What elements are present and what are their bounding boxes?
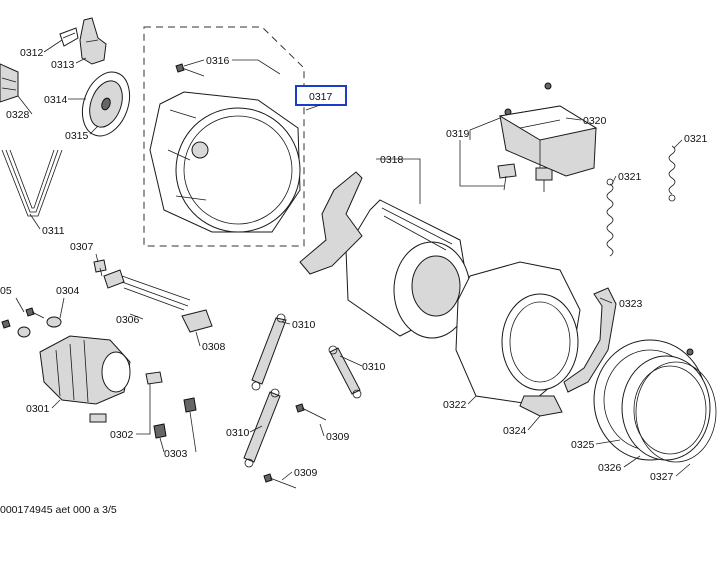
label-0316[interactable]: 0316	[206, 55, 230, 67]
label-0309-b[interactable]: 0309	[294, 467, 318, 479]
label-0315[interactable]: 0315	[65, 130, 89, 142]
label-0324[interactable]: 0324	[503, 425, 527, 437]
label-0323[interactable]: 0323	[619, 298, 643, 310]
label-0306[interactable]: 0306	[116, 314, 140, 326]
part-0321-spring-b[interactable]	[668, 145, 676, 202]
label-0302[interactable]: 0302	[110, 429, 134, 441]
label-0318[interactable]: 0318	[380, 154, 404, 166]
part-0316-bolt[interactable]	[175, 63, 205, 77]
part-0310-shock-a[interactable]	[251, 313, 287, 391]
label-0310-b[interactable]: 0310	[362, 361, 386, 373]
label-0319[interactable]: 0319	[446, 128, 470, 140]
label-0325[interactable]: 0325	[571, 439, 595, 451]
part-0309-bolt-b[interactable]	[263, 473, 297, 489]
part-0303-connector[interactable]	[153, 397, 197, 439]
part-0313-hinge[interactable]	[79, 17, 107, 65]
part-0318-drum[interactable]	[345, 199, 471, 339]
label-0314[interactable]: 0314	[44, 94, 68, 106]
label-0304[interactable]: 0304	[56, 285, 80, 297]
leader-lines	[15, 39, 691, 481]
part-0326-door-seal[interactable]	[621, 355, 711, 461]
part-0320-counterweight[interactable]	[498, 105, 598, 177]
part-0322-tub-front[interactable]	[455, 261, 581, 405]
label-0303[interactable]: 0303	[164, 448, 188, 460]
part-0309-bolt-a[interactable]	[295, 403, 327, 421]
part-0310-shock-b[interactable]	[328, 345, 362, 399]
callout-labels: 0312 0313 0314 0315 0328 0311 0316 0317 …	[0, 47, 708, 483]
label-0301[interactable]: 0301	[26, 403, 50, 415]
label-0308[interactable]: 0308	[202, 341, 226, 353]
tub-group-outline	[143, 26, 305, 247]
part-0306-heater[interactable]	[103, 269, 191, 311]
label-0322[interactable]: 0322	[443, 399, 467, 411]
part-0314-pulley[interactable]	[74, 65, 138, 142]
part-0321-spring-a[interactable]	[606, 178, 614, 257]
label-0312[interactable]: 0312	[20, 47, 44, 59]
label-0321-b[interactable]: 0321	[684, 133, 708, 145]
label-0321-a[interactable]: 0321	[618, 171, 642, 183]
part-0301-motor[interactable]	[39, 335, 131, 405]
label-0310-a[interactable]: 0310	[292, 319, 316, 331]
part-0307-sensor[interactable]	[93, 259, 107, 277]
part-0310-shock-c[interactable]	[243, 388, 281, 468]
label-0317[interactable]: 0317	[309, 91, 333, 103]
label-0327[interactable]: 0327	[650, 471, 674, 483]
part-0308-bracket[interactable]	[181, 309, 213, 333]
part-0305-screw[interactable]	[1, 307, 45, 329]
label-0311[interactable]: 0311	[42, 225, 65, 237]
part-0328-element[interactable]	[0, 63, 19, 103]
label-0310-c[interactable]: 0310	[226, 427, 250, 439]
part-0316-tub-rear[interactable]	[149, 91, 310, 242]
label-0309-a[interactable]: 0309	[326, 431, 350, 443]
label-0328[interactable]: 0328	[6, 109, 30, 121]
label-0313[interactable]: 0313	[51, 59, 75, 71]
label-0305[interactable]: 05	[0, 285, 12, 297]
part-0324-bracket[interactable]	[519, 395, 563, 417]
label-0326[interactable]: 0326	[598, 462, 622, 474]
part-0311-belt[interactable]	[1, 149, 63, 217]
part-0304-bushing[interactable]	[17, 316, 62, 338]
drawing-reference: 000174945 aet 000 a 3/5	[0, 504, 117, 516]
label-0307[interactable]: 0307	[70, 241, 94, 253]
part-0312-bracket[interactable]	[59, 27, 79, 47]
label-0320[interactable]: 0320	[583, 115, 607, 127]
part-0318-spider[interactable]	[299, 171, 363, 275]
part-0323-counterweight-arc[interactable]	[563, 287, 617, 393]
part-0319-foot[interactable]	[497, 82, 553, 192]
part-0317-highlight-box[interactable]	[295, 85, 347, 106]
part-0327-clamp-ring[interactable]	[635, 348, 717, 463]
part-0302-brushes[interactable]	[89, 371, 163, 423]
